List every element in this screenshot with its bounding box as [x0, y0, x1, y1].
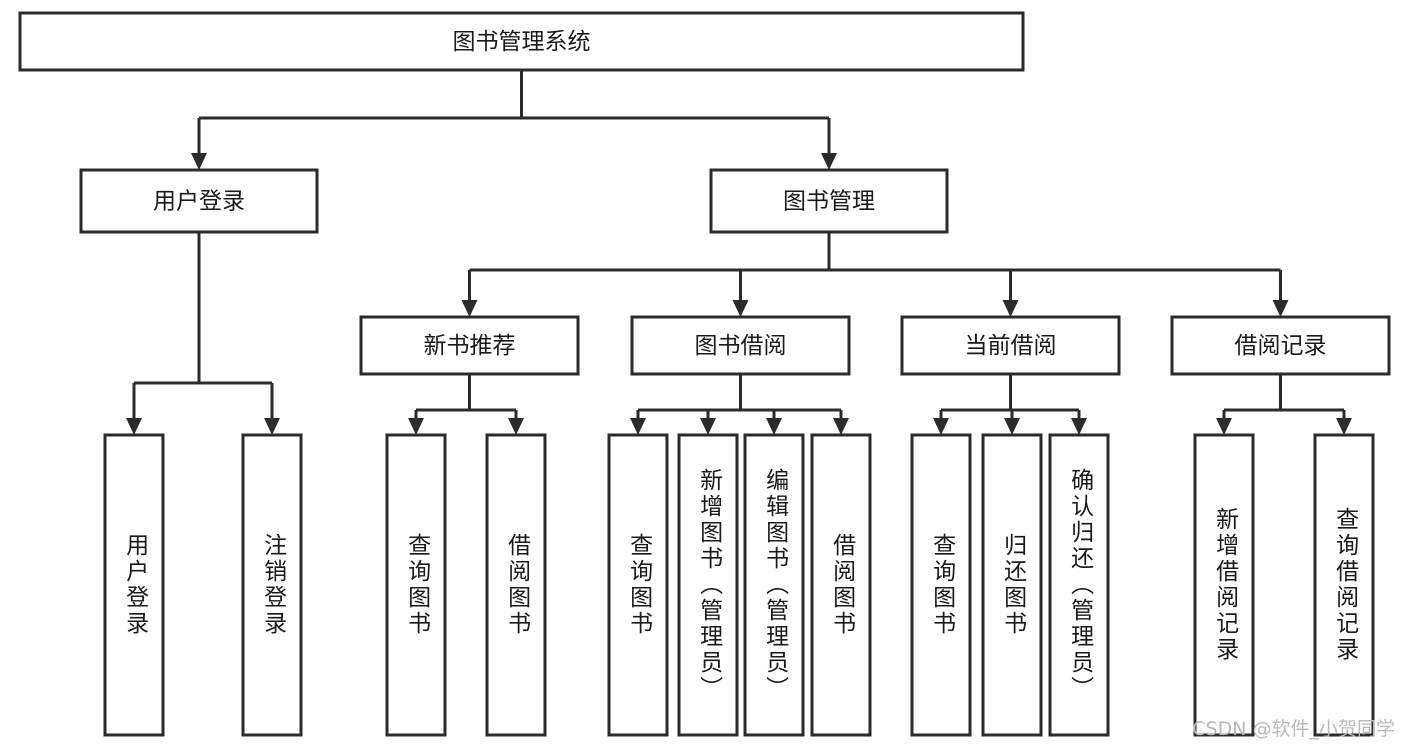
node-level3-label-0: 新书推荐	[424, 333, 516, 359]
node-leaf-box-5[interactable]	[677, 433, 739, 737]
node-level2-box-1[interactable]	[709, 168, 949, 234]
node-leaf-box-9[interactable]	[981, 433, 1043, 737]
node-level3-label-3: 借阅记录	[1235, 333, 1327, 359]
node-level3-box-1[interactable]	[630, 315, 851, 376]
edge-3-to-leaf-0-arrowhead	[933, 418, 949, 435]
node-leaf-box-7[interactable]	[810, 433, 872, 737]
node-level3-box-2[interactable]	[900, 315, 1121, 376]
node-root-box[interactable]	[18, 11, 1025, 72]
node-leaf-box-0[interactable]	[103, 433, 165, 737]
node-level3-label-1: 图书借阅	[695, 333, 787, 359]
node-level3-box-0[interactable]	[359, 315, 580, 376]
edge-root-to-l2-0-arrowhead	[191, 153, 207, 170]
node-leaf-box-11[interactable]	[1193, 433, 1255, 737]
edge-0-to-leaf-1-arrowhead	[264, 418, 280, 435]
edge-4-to-leaf-1-arrowhead	[1336, 418, 1352, 435]
node-leaf-box-2[interactable]	[385, 433, 447, 737]
node-level2-label-1: 图书管理	[783, 189, 875, 215]
node-level3-box-3[interactable]	[1170, 315, 1391, 376]
edge-2-to-leaf-0-arrowhead	[630, 418, 646, 435]
node-leaf-box-12[interactable]	[1313, 433, 1375, 737]
connector-layer	[126, 70, 1352, 435]
edge-mgr-to-l3-0-arrowhead	[461, 300, 478, 317]
edge-3-to-leaf-1-arrowhead	[1004, 418, 1020, 435]
edge-3-to-leaf-2-arrowhead	[1071, 418, 1087, 435]
node-level2-box-0[interactable]	[79, 168, 319, 234]
edge-1-to-leaf-0-arrowhead	[408, 418, 424, 435]
edge-root-to-l2-1-arrowhead	[821, 153, 837, 170]
edge-2-to-leaf-2-arrowhead	[766, 418, 782, 435]
edge-mgr-to-l3-3-arrowhead	[1272, 300, 1289, 317]
edge-mgr-to-l3-2-arrowhead	[1002, 300, 1019, 317]
node-leaf-box-8[interactable]	[910, 433, 972, 737]
node-leaf-box-6[interactable]	[743, 433, 805, 737]
edge-mgr-to-l3-1-arrowhead	[732, 300, 749, 317]
node-leaf-box-1[interactable]	[241, 433, 303, 737]
edge-0-to-leaf-0-arrowhead	[126, 418, 142, 435]
node-leaf-box-4[interactable]	[607, 433, 669, 737]
node-leaf-box-10[interactable]	[1048, 433, 1110, 737]
node-level3-label-2: 当前借阅	[965, 333, 1057, 359]
edge-2-to-leaf-3-arrowhead	[833, 418, 849, 435]
node-leaf-box-3[interactable]	[485, 433, 547, 737]
watermark-text: CSDN @软件_小贺同学	[1192, 718, 1395, 740]
node-level2-label-0: 用户登录	[153, 189, 245, 215]
edge-1-to-leaf-1-arrowhead	[508, 418, 524, 435]
edge-2-to-leaf-1-arrowhead	[700, 418, 716, 435]
node-root-label: 图书管理系统	[453, 29, 591, 55]
edge-4-to-leaf-0-arrowhead	[1216, 418, 1232, 435]
